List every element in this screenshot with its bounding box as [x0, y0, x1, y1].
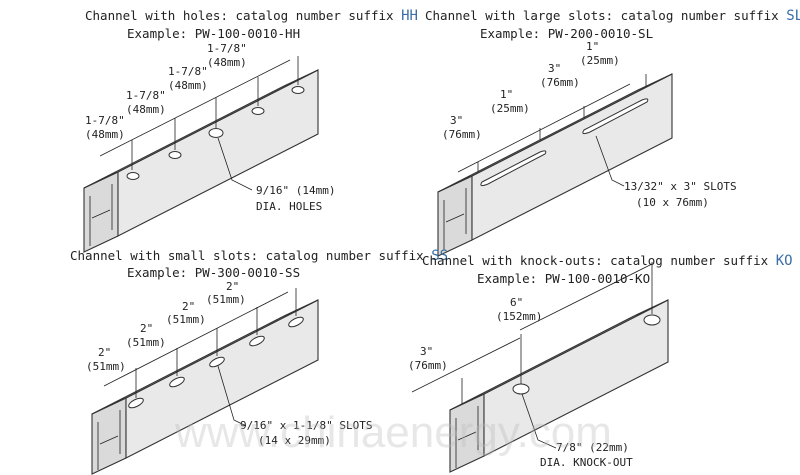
- panel-large-slots: Channel with large slots: catalog number…: [425, 8, 800, 257]
- dim-slots-4-metric: (25mm): [580, 54, 620, 67]
- callout-small-slots-metric: (14 x 29mm): [258, 434, 331, 447]
- callout-holes-size: 9/16" (14mm): [256, 184, 335, 197]
- dim-slots-3: 3": [548, 62, 561, 75]
- dim-knock-outs-2-metric: (152mm): [496, 310, 542, 323]
- dim-knock-outs-2: 6": [510, 296, 523, 309]
- small-slot-3: [209, 356, 225, 368]
- callout-large-slots-size: 13/32" x 3" SLOTS: [624, 180, 737, 193]
- panel-knock-outs-title: Channel with knock-outs: catalog number …: [422, 253, 793, 269]
- dim-small-slots-2: 2": [140, 322, 153, 335]
- panel-knock-outs: Channel with knock-outs: catalog number …: [408, 253, 793, 473]
- watermark: www.chinaenergy.com: [174, 408, 612, 457]
- hole-4: [251, 107, 265, 115]
- panel-small-slots: Channel with small slots: catalog number…: [70, 248, 448, 475]
- panel-knock-outs-example: Example: PW-100-0010-KO: [477, 271, 650, 286]
- panel-small-slots-title: Channel with small slots: catalog number…: [70, 248, 448, 264]
- panel-holes: Channel with holes: catalog number suffi…: [83, 8, 418, 253]
- panel-holes-suffix: HH: [401, 8, 418, 24]
- dim-slots-1-metric: (76mm): [442, 128, 482, 141]
- panel-knock-outs-suffix: KO: [776, 253, 793, 269]
- callout-knock-outs-type: DIA. KNOCK-OUT: [540, 456, 633, 469]
- small-slot-4: [249, 335, 265, 347]
- panel-small-slots-suffix: SS: [431, 248, 448, 264]
- dim-knock-outs-1: 3": [420, 345, 433, 358]
- hole-5: [291, 86, 305, 94]
- panel-small-slots-example: Example: PW-300-0010-SS: [127, 265, 300, 280]
- small-slot-2: [169, 376, 185, 388]
- small-slot-5: [288, 316, 304, 328]
- callout-large-slots-metric: (10 x 76mm): [636, 196, 709, 209]
- callout-holes-type: DIA. HOLES: [256, 200, 322, 213]
- panel-large-slots-title: Channel with large slots: catalog number…: [425, 8, 800, 24]
- callout-small-slots-size: 9/16" x 1-1/8" SLOTS: [240, 419, 372, 432]
- hole-1: [126, 172, 140, 180]
- dim-slots-2: 1": [500, 88, 513, 101]
- hole-3: [208, 128, 224, 138]
- channel-small-slots-drawing: [91, 288, 319, 475]
- hole-2: [168, 151, 182, 159]
- callout-knock-outs-size: 7/8" (22mm): [556, 441, 629, 454]
- panel-holes-example: Example: PW-100-0010-HH: [127, 26, 300, 41]
- dim-holes-3-metric: (48mm): [168, 79, 208, 92]
- channel-large-slots-drawing: [437, 73, 673, 257]
- dim-slots-2-metric: (25mm): [490, 102, 530, 115]
- small-slot-1: [128, 397, 144, 409]
- knock-out-2: [643, 314, 661, 326]
- dim-small-slots-3-metric: (51mm): [166, 313, 206, 326]
- slot-1: [480, 150, 547, 187]
- dim-slots-3-metric: (76mm): [540, 76, 580, 89]
- dim-knock-outs-1-metric: (76mm): [408, 359, 448, 372]
- dim-small-slots-4: 2": [226, 280, 239, 293]
- channel-holes-drawing: [83, 56, 319, 253]
- panel-holes-title: Channel with holes: catalog number suffi…: [85, 8, 418, 24]
- channel-knock-outs-drawing: [411, 262, 669, 473]
- dim-small-slots-4-metric: (51mm): [206, 293, 246, 306]
- dim-holes-1-metric: (48mm): [85, 128, 125, 141]
- dim-slots-1: 3": [450, 114, 463, 127]
- dim-small-slots-1-metric: (51mm): [86, 360, 126, 373]
- dim-small-slots-3: 2": [182, 300, 195, 313]
- dim-slots-4: 1": [586, 40, 599, 53]
- dim-holes-2: 1-7/8": [126, 89, 166, 102]
- dim-holes-3: 1-7/8": [168, 65, 208, 78]
- dim-small-slots-1: 2": [98, 346, 111, 359]
- slot-2: [582, 98, 649, 135]
- knock-out-1: [512, 383, 530, 395]
- dim-small-slots-2-metric: (51mm): [126, 336, 166, 349]
- dim-holes-2-metric: (48mm): [126, 103, 166, 116]
- panel-large-slots-example: Example: PW-200-0010-SL: [480, 26, 653, 41]
- panel-large-slots-suffix: SL: [786, 8, 800, 24]
- dim-holes-4: 1-7/8": [207, 42, 247, 55]
- dim-holes-1: 1-7/8": [85, 114, 125, 127]
- dim-holes-4-metric: (48mm): [207, 56, 247, 69]
